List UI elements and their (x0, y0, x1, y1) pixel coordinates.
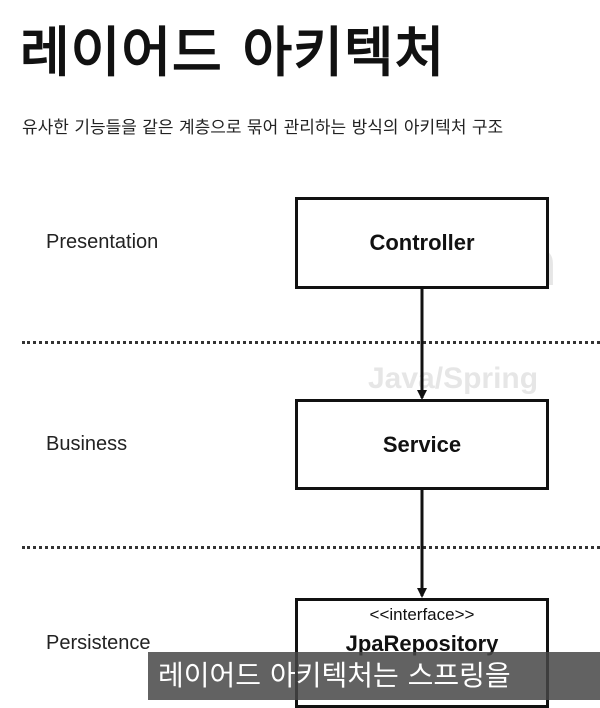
service-box: Service (295, 399, 549, 490)
controller-label: Controller (369, 230, 475, 255)
service-label: Service (382, 431, 462, 457)
layer-label-persistence: Persistence (46, 632, 151, 654)
repository-stereotype: <<interface>> (369, 605, 475, 624)
layer-label-presentation: Presentation (46, 231, 159, 253)
page-title: 레이어드 아키텍처 (20, 21, 446, 84)
layer-divider-2 (22, 546, 600, 549)
page-subtitle: 유사한 기능들을 같은 계층으로 묶어 관리하는 방식의 아키텍처 구조 (22, 118, 504, 138)
video-caption: 레이어드 아키텍처는 스프링을 (148, 652, 600, 700)
watermark-text: Java/Spring (368, 362, 539, 395)
layer-divider-1 (22, 341, 600, 344)
controller-box: Controller (295, 197, 549, 289)
repository-label: JpaRepository (345, 631, 499, 656)
layer-label-business: Business (46, 433, 128, 455)
